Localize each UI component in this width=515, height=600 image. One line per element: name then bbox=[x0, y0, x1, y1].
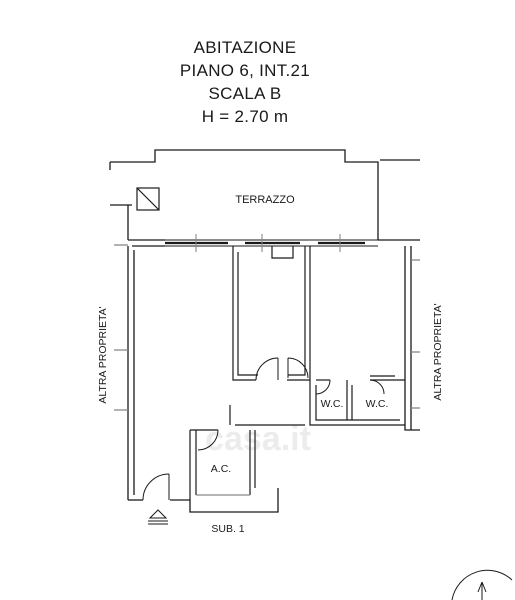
label-terrace: TERRAZZO bbox=[235, 194, 295, 206]
plan-title-line-2: PIANO 6, INT.21 bbox=[179, 61, 311, 80]
label-sub: SUB. 1 bbox=[211, 523, 244, 535]
label-neighbor-right: ALTRA PROPRIETA' bbox=[432, 303, 444, 400]
doors bbox=[142, 357, 385, 501]
entrance-triangle-icon bbox=[148, 509, 168, 525]
label-wc-right: W.C. bbox=[366, 398, 389, 410]
apartment-walls bbox=[114, 244, 420, 513]
plan-title-line-3: SCALA B bbox=[208, 84, 282, 103]
duct-shaft-icon bbox=[136, 187, 160, 211]
label-ac: A.C. bbox=[211, 463, 231, 475]
terrace-walls bbox=[109, 149, 420, 247]
label-neighbor-left: ALTRA PROPRIETA' bbox=[97, 306, 109, 403]
plan-title-line-4: H = 2.70 m bbox=[201, 107, 289, 126]
plan-title-line-1: ABITAZIONE bbox=[193, 38, 297, 57]
watermark: casa.it bbox=[205, 420, 311, 458]
internal-walls bbox=[189, 246, 405, 500]
north-arrow-icon bbox=[451, 569, 513, 600]
label-wc-left: W.C. bbox=[321, 398, 344, 410]
watermark-text: casa.it bbox=[205, 420, 311, 458]
